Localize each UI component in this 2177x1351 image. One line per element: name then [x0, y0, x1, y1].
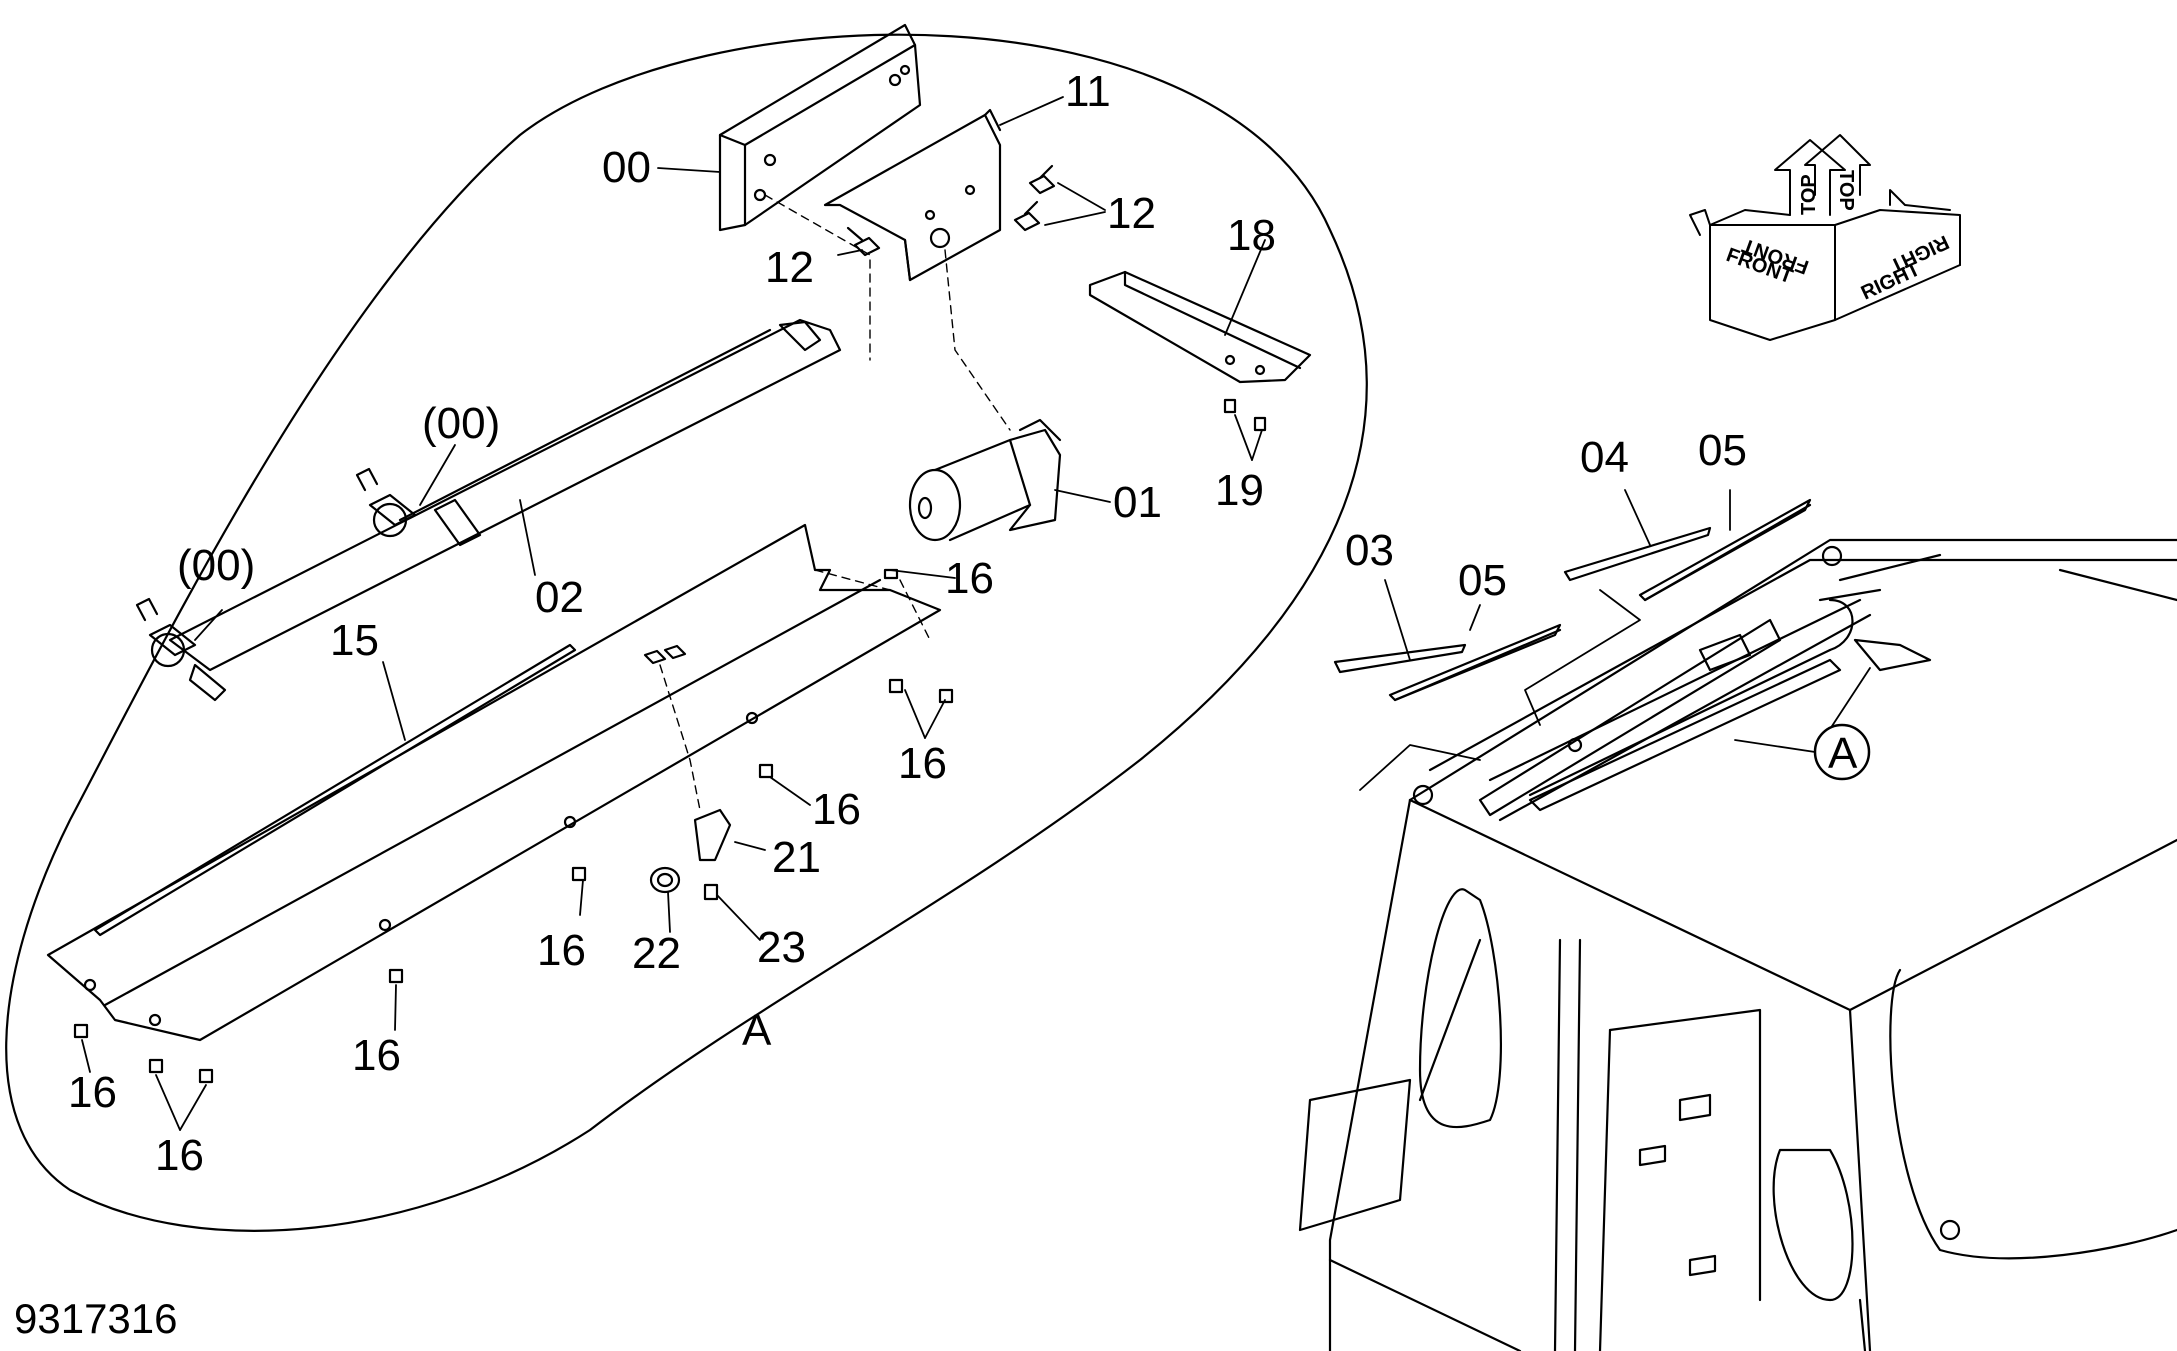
motor-bracket-11: [823, 108, 1002, 282]
callout-16: 16: [352, 1031, 401, 1080]
linkage-installed: [1478, 618, 1782, 817]
bracket-plate-00: [718, 23, 922, 232]
callout-18: 18: [1227, 211, 1276, 260]
wiper-arm-03: [1333, 643, 1467, 674]
callout-00-parenthetical: (00): [422, 399, 500, 448]
callout-16: 16: [812, 785, 861, 834]
callout-12: 12: [1107, 189, 1156, 238]
screw-23: [703, 883, 719, 901]
callout-23: 23: [757, 923, 806, 972]
assembly-lines: [659, 194, 1011, 811]
callout-04: 04: [1580, 433, 1629, 482]
detail-a-boundary: [5, 33, 1368, 1232]
callout-16: 16: [68, 1068, 117, 1117]
detail-a-reference: A: [1828, 729, 1858, 778]
orientation-top: TOP: [1798, 174, 1820, 215]
nuts: [643, 644, 687, 665]
callout-16: 16: [537, 926, 586, 975]
callout-00: 00: [602, 143, 651, 192]
orientation-top-mirrored: TOP: [1835, 170, 1857, 211]
wiper-motor-01: [908, 418, 1062, 542]
detail-a-label: A: [742, 1006, 772, 1055]
cover-18: [1088, 270, 1312, 384]
callout-00-parenthetical: (00): [177, 541, 255, 590]
callout-02: 02: [535, 573, 584, 622]
cover-panel: [46, 523, 942, 1042]
leader-lines-cab: [1359, 489, 1871, 791]
screws-19: [1223, 398, 1267, 432]
callout-05: 05: [1698, 426, 1747, 475]
callout-03: 03: [1345, 526, 1394, 575]
wiper-arm-04: [1563, 526, 1712, 582]
bolts-12: [846, 164, 1056, 257]
wiper-linkage-02: [135, 318, 842, 702]
callout-16: 16: [945, 554, 994, 603]
wiper-blade-05-left: [1388, 623, 1562, 702]
callout-12: 12: [765, 243, 814, 292]
strip-15: [93, 643, 577, 937]
callout-15: 15: [330, 616, 379, 665]
callout-11: 11: [1065, 67, 1111, 116]
callout-22: 22: [632, 929, 681, 978]
orientation-indicator: [1689, 134, 1961, 341]
callout-19: 19: [1215, 466, 1264, 515]
callout-16: 16: [898, 739, 947, 788]
cab-assembly: [1298, 538, 2177, 1351]
callout-01: 01: [1113, 478, 1162, 527]
callout-16: 16: [155, 1131, 204, 1180]
leader-lines: [81, 96, 1266, 1131]
wiper-blade-05-right: [1638, 498, 1812, 602]
grommet-22: [649, 866, 681, 894]
callout-05: 05: [1458, 556, 1507, 605]
cover-installed: [1528, 638, 1932, 812]
figure-id: 9317316: [14, 1295, 178, 1342]
detail-a-marker: [1813, 723, 1871, 781]
bracket-21: [693, 808, 732, 862]
callout-21: 21: [772, 833, 821, 882]
